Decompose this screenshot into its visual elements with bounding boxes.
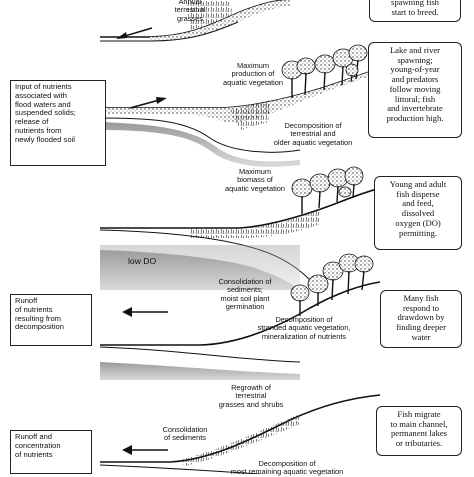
panel-5-fish-box: Fish migrate to main channel, permanent … <box>376 406 462 456</box>
panel-2-fish-box: Lake and river spawning; young-of-year a… <box>368 42 462 138</box>
panel-5-runoff-box: Runoff and concentration of nutrients <box>10 430 92 474</box>
panel-4-label-2: Decomposition of stranded aquatic vegeta… <box>257 315 351 341</box>
panel-1-slope <box>100 0 291 42</box>
panel-4-slope <box>99 281 381 380</box>
panel-1-arrow <box>116 27 153 39</box>
panel-5-label-3: Decomposition of most remaining aquatic … <box>230 459 344 477</box>
panel-2-label-2: Decomposition of terrestrial and older a… <box>273 121 353 147</box>
panel-5-label-1: Regrowth of terrestrial grasses and shru… <box>218 383 284 409</box>
panel-4-fish-box: Many fish respond to drawdown by finding… <box>380 290 462 348</box>
panel-2-label-1: Maximum production of aquatic vegetation <box>223 61 283 87</box>
panel-1-label-1: Annual terrestrial grasses <box>174 0 206 23</box>
panel-3-fish-box: Young and adult fish disperse and feed, … <box>374 176 462 250</box>
panel-3-slope <box>99 184 391 290</box>
panel-4-trees <box>290 253 374 316</box>
panel-3-trees <box>291 166 364 214</box>
panel-4-label-1: Consolidation of sediments; moist soil p… <box>218 277 272 312</box>
panel-2-arrow <box>129 97 167 109</box>
panel-2-input-box: Input of nutrients associated with flood… <box>10 80 106 166</box>
panel-3-label-1: Maximum biomass of aquatic vegetation <box>225 167 285 193</box>
panel-5-arrow <box>122 445 168 455</box>
panel-5-slope <box>99 394 381 474</box>
panel-4-runoff-box: Runoff of nutrients resulting from decom… <box>10 294 92 346</box>
panel-1-fish-box: spawning fish start to breed. <box>369 0 461 22</box>
panel-5-label-2: Consolidation of sediments <box>162 425 208 443</box>
panel-4-arrow <box>122 307 168 317</box>
panel-3-low-do: low DO <box>128 256 157 266</box>
panel-2-trees <box>281 44 368 98</box>
